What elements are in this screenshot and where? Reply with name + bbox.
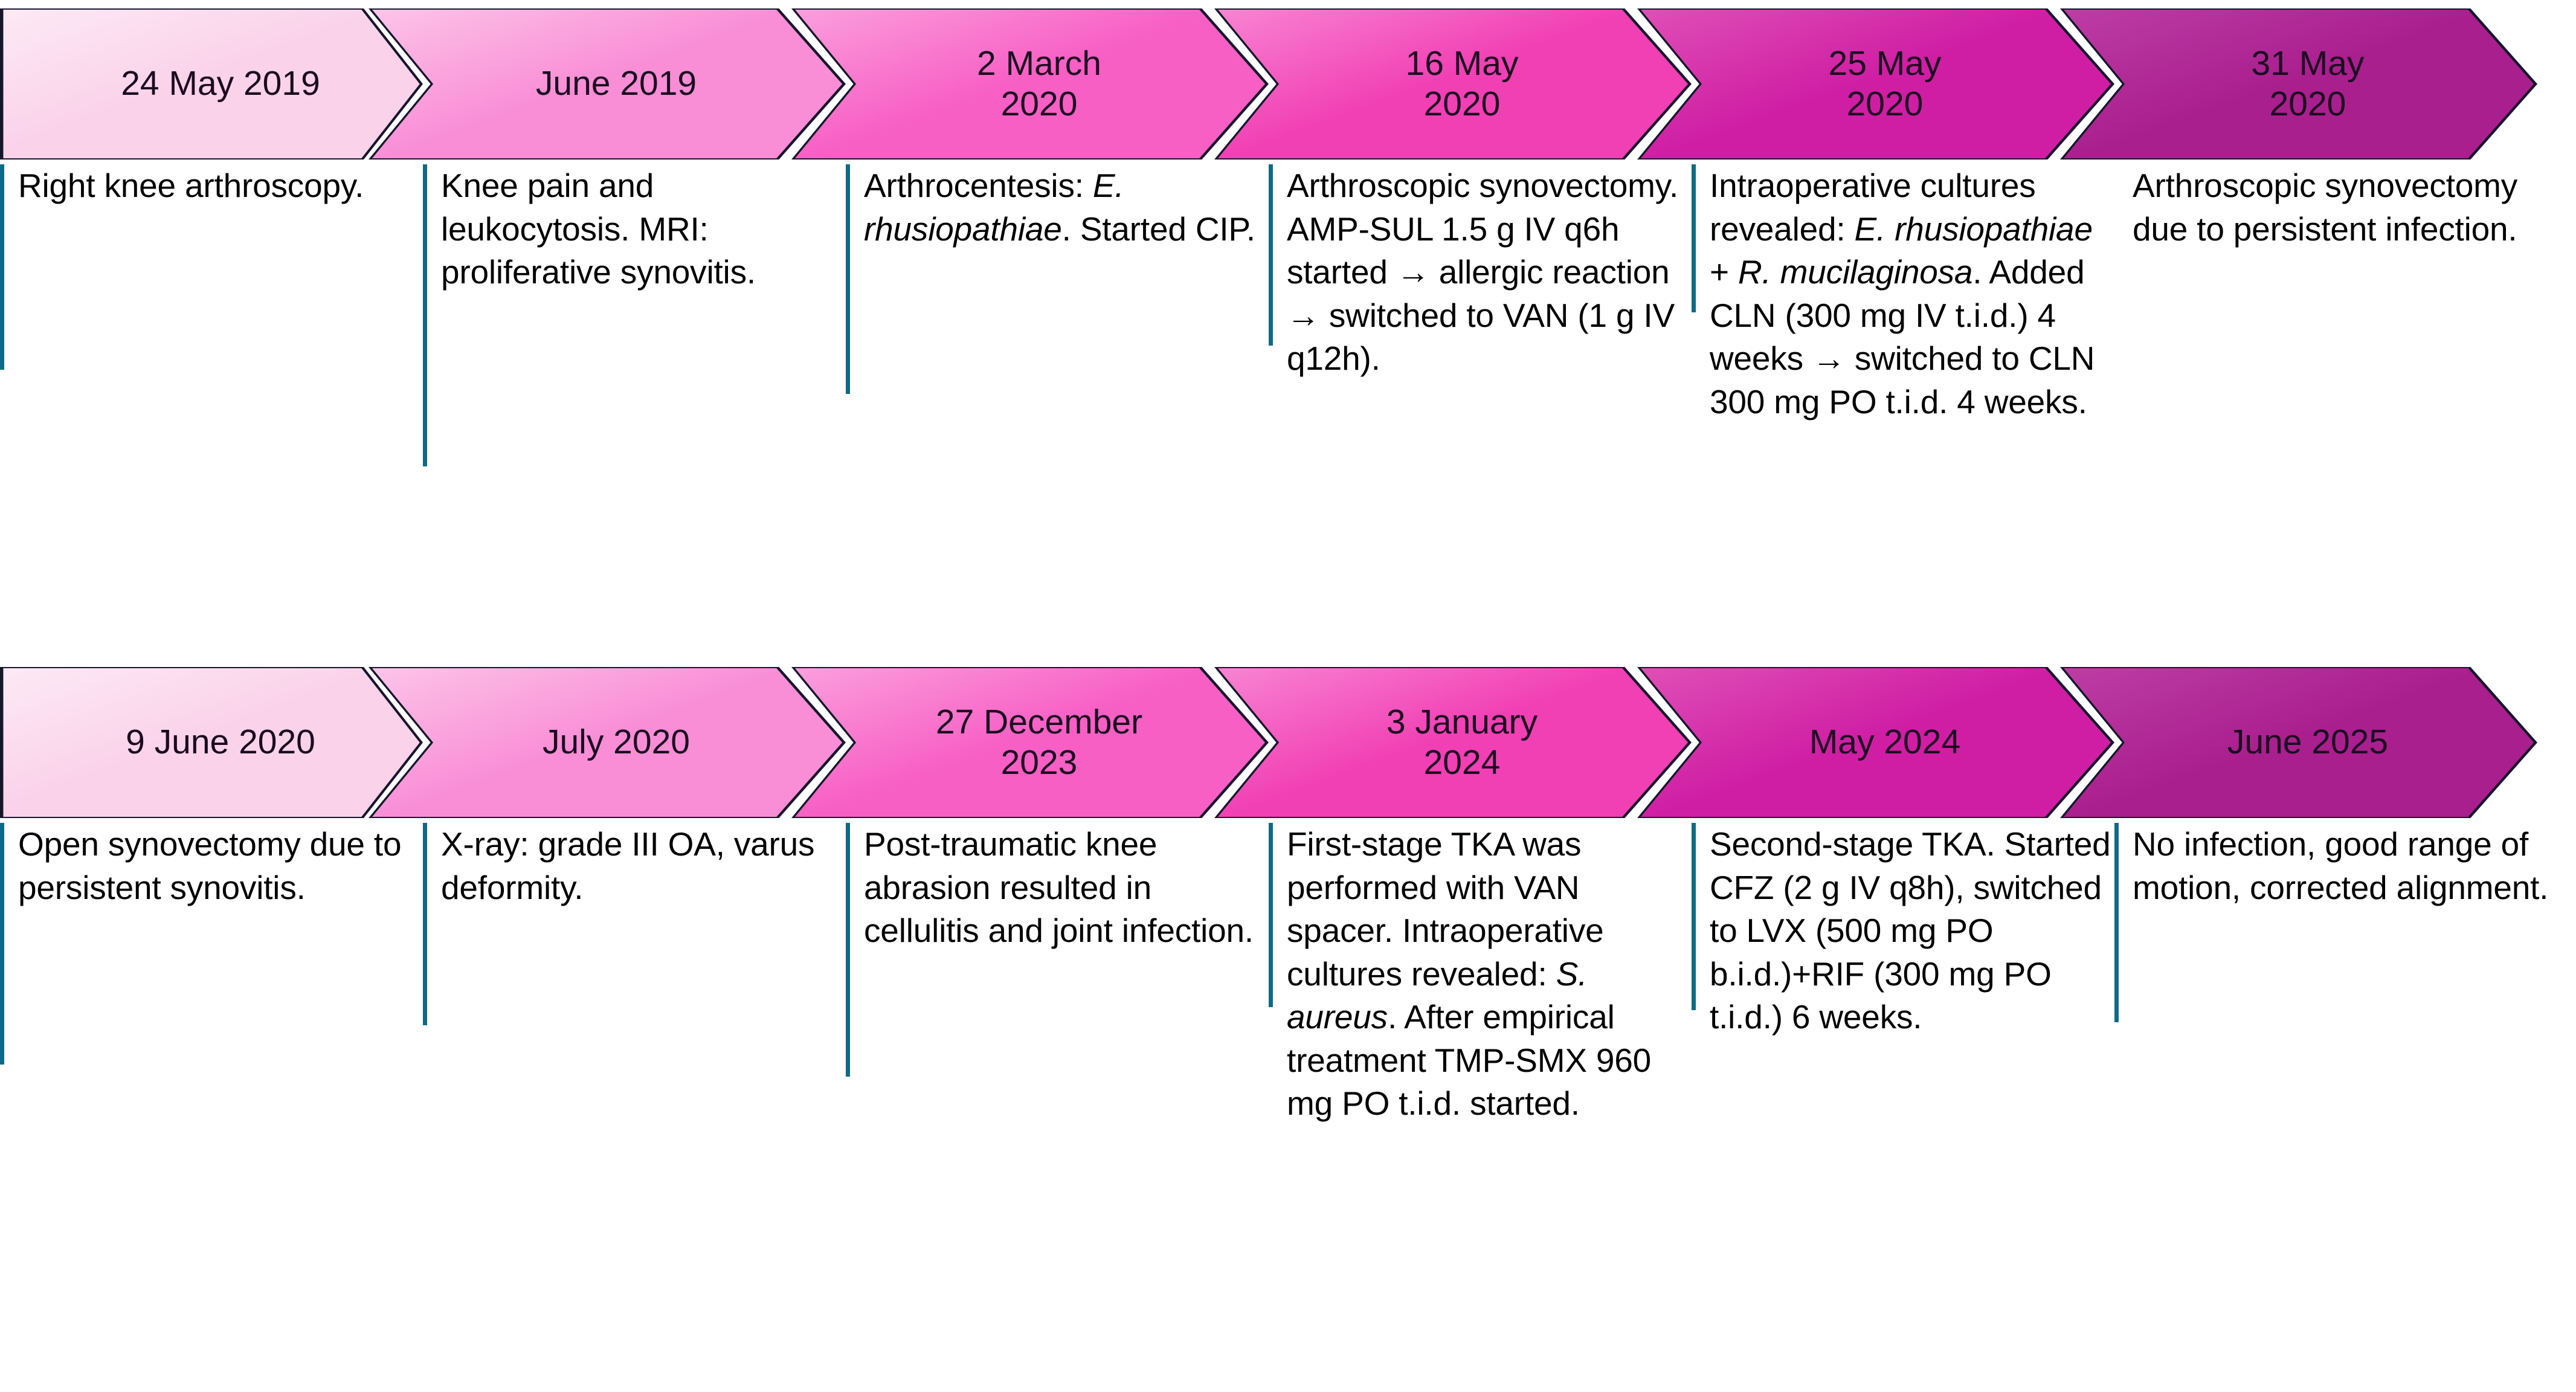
chevron-date-label: 9 June 2020 [126, 723, 315, 762]
timeline-chevron[interactable]: May 2024 [1637, 667, 2114, 818]
event-description-text: First-stage TKA was performed with VAN s… [1287, 823, 1692, 1126]
timeline-chevron[interactable]: 24 May 2019 [0, 8, 423, 160]
text-run: . Started CIP. [1061, 210, 1255, 248]
text-run: + [1710, 253, 1738, 291]
timeline-event-cell: Intraoperative cultures revealed: E. rhu… [1692, 164, 2114, 424]
chevron-fill [2063, 668, 2534, 817]
chevron-strip-row-2: 9 June 2020 July 2020 27 December 2023 3 Ja… [0, 659, 2576, 823]
timeline-chevron[interactable]: 2 March 2020 [791, 8, 1269, 160]
event-description-text: X-ray: grade III OA, varus deformity. [441, 825, 815, 906]
timeline-event-cell: Arthrocentesis: E. rhusiopathiae. Starte… [846, 164, 1263, 394]
timeline-chevron[interactable]: 25 May 2020 [1637, 8, 2114, 160]
vertical-divider-line [2114, 823, 2119, 1022]
event-description-text: Second-stage TKA. Started CFZ (2 g IV q8… [1710, 825, 2111, 1036]
timeline-chevron[interactable]: 9 June 2020 [0, 667, 423, 818]
timeline-row-1: 24 May 2019 June 2019 2 March 2020 16 May 2… [0, 0, 2576, 640]
chevron-fill [794, 668, 1266, 817]
chevron-fill [794, 9, 1266, 159]
vertical-divider-line [423, 823, 427, 1025]
chevron-date-label: 2 March 2020 [977, 44, 1101, 123]
event-description-text: Intraoperative cultures revealed: E. rhu… [1710, 164, 2114, 424]
text-run: Intraoperative cultures revealed: [1710, 167, 2036, 248]
timeline-event-cell: Arthroscopic synovectomy. AMP-SUL 1.5 g … [1269, 164, 1692, 381]
timeline-chevron[interactable]: June 2025 [2060, 667, 2537, 818]
timeline-event-cell: Second-stage TKA. Started CFZ (2 g IV q8… [1692, 823, 2114, 1039]
chevron-fill [2063, 9, 2534, 159]
chevron-date-label: May 2024 [1809, 723, 1961, 762]
event-description-text: Arthrocentesis: E. rhusiopathiae. Starte… [864, 164, 1263, 251]
vertical-divider-line [0, 164, 4, 370]
timeline-event-cell: Knee pain and leukocytosis. MRI: prolife… [423, 164, 840, 466]
chevron-fill [1217, 668, 1689, 817]
event-description-text: Knee pain and leukocytosis. MRI: prolife… [441, 167, 756, 291]
vertical-divider-line [846, 164, 850, 394]
text-run: . Added CLN (300 mg IV t.i.d.) 4 weeks →… [1710, 253, 2095, 420]
timeline-event-cell: Arthroscopic synovectomy due to persiste… [2114, 164, 2576, 251]
chevron-date-label: 25 May 2020 [1828, 44, 1942, 123]
chevron-date-label: 3 January 2024 [1386, 702, 1538, 782]
event-description-text: Right knee arthroscopy. [18, 167, 364, 204]
timeline-chevron[interactable]: June 2019 [369, 8, 846, 160]
chevron-fill [372, 668, 843, 817]
organism-name-italic: S. aureus [1287, 955, 1588, 1036]
chevron-date-label: 27 December 2023 [935, 702, 1143, 782]
chevron-fill [372, 9, 843, 159]
timeline-chevron[interactable]: 31 May 2020 [2060, 8, 2537, 160]
chevron-fill [3, 668, 420, 817]
timeline-event-cell: Open synovectomy due to persistent synov… [0, 823, 417, 1065]
vertical-divider-line [423, 164, 427, 466]
chevron-fill [1640, 668, 2111, 817]
timeline-chevron[interactable]: 27 December 2023 [791, 667, 1269, 818]
chevron-strip-row-1: 24 May 2019 June 2019 2 March 2020 16 May 2… [0, 0, 2576, 164]
text-run: First-stage TKA was performed with VAN s… [1287, 825, 1604, 993]
chevron-date-label: 24 May 2019 [121, 64, 320, 103]
timeline-chevron[interactable]: 3 January 2024 [1214, 667, 1692, 818]
vertical-divider-line [0, 823, 4, 1065]
timeline-event-cell: No infection, good range of motion, corr… [2114, 823, 2576, 1022]
event-description-text: Post-traumatic knee abrasion resulted in… [864, 825, 1254, 949]
chevron-date-label: June 2025 [2227, 723, 2389, 762]
organism-name-italic: E. rhusiopathiae [1854, 210, 2093, 248]
timeline-event-cell: Right knee arthroscopy. [0, 164, 417, 370]
timeline-chevron[interactable]: July 2020 [369, 667, 846, 818]
event-description-text: Open synovectomy due to persistent synov… [18, 825, 402, 906]
chevron-date-label: 16 May 2020 [1405, 44, 1519, 123]
timeline-event-cell: X-ray: grade III OA, varus deformity. [423, 823, 840, 1025]
chevron-fill [3, 9, 420, 159]
chevron-fill [1640, 9, 2111, 159]
event-description-text: Arthroscopic synovectomy due to persiste… [2133, 167, 2518, 248]
chevron-date-label: 31 May 2020 [2251, 44, 2365, 123]
organism-name-italic: R. mucilaginosa [1738, 253, 1973, 291]
vertical-divider-line [1692, 823, 1696, 1010]
vertical-divider-line [1269, 823, 1273, 1007]
text-run: Arthrocentesis: [864, 167, 1093, 204]
organism-name-italic: E. rhusiopathiae [864, 167, 1124, 248]
timeline-row-2: 9 June 2020 July 2020 27 December 2023 3 Ja… [0, 659, 2576, 1392]
timeline-event-cell: Post-traumatic knee abrasion resulted in… [846, 823, 1263, 1077]
chevron-date-label: July 2020 [542, 723, 690, 762]
timeline-event-cell: First-stage TKA was performed with VAN s… [1269, 823, 1692, 1126]
event-description-text: Arthroscopic synovectomy. AMP-SUL 1.5 g … [1287, 167, 1679, 377]
chevron-date-label: June 2019 [535, 64, 697, 103]
chevron-fill [1217, 9, 1689, 159]
vertical-divider-line [1692, 164, 1696, 312]
event-description-text: No infection, good range of motion, corr… [2133, 825, 2549, 906]
text-run: . After empirical treatment TMP-SMX 960 … [1287, 998, 1652, 1122]
vertical-divider-line [1269, 164, 1273, 346]
timeline-chevron[interactable]: 16 May 2020 [1214, 8, 1692, 160]
vertical-divider-line [846, 823, 850, 1077]
